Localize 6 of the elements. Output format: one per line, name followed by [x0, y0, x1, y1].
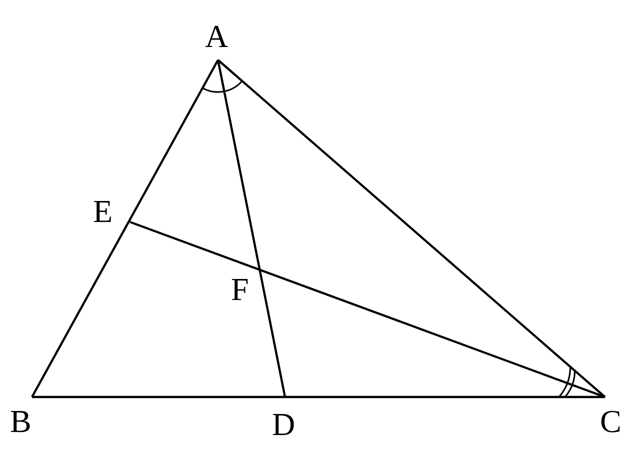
point-label: F: [231, 273, 249, 305]
point-label: D: [272, 408, 296, 440]
point-label: E: [93, 195, 113, 227]
point-label: C: [600, 405, 622, 437]
point-label: A: [205, 20, 228, 52]
point-label: B: [10, 405, 32, 437]
